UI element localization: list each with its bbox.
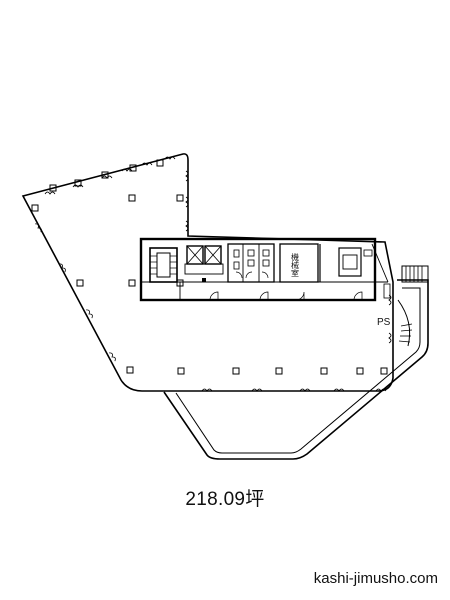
terrace-outline bbox=[163, 279, 429, 460]
window-mark bbox=[121, 168, 133, 172]
window-mark bbox=[201, 388, 213, 392]
window-mark bbox=[333, 388, 345, 392]
window-mark bbox=[185, 220, 189, 232]
window-mark bbox=[44, 191, 56, 195]
column bbox=[129, 164, 137, 172]
window-mark bbox=[299, 388, 311, 392]
column bbox=[232, 367, 240, 375]
window-marks bbox=[35, 156, 392, 392]
window-mark bbox=[375, 388, 387, 392]
column bbox=[101, 171, 109, 179]
window-mark bbox=[388, 332, 392, 344]
column bbox=[156, 159, 164, 167]
window-mark bbox=[86, 309, 93, 319]
machine-room-label: 機械室 bbox=[291, 252, 300, 277]
window-mark bbox=[185, 170, 189, 182]
window-mark bbox=[35, 223, 42, 233]
window-mark bbox=[164, 156, 176, 160]
window-mark bbox=[185, 196, 189, 208]
column bbox=[176, 194, 184, 202]
floor-area-label: 218.09坪 bbox=[185, 489, 265, 510]
column bbox=[126, 366, 134, 374]
site-watermark: kashi-jimusho.com bbox=[313, 570, 438, 587]
window-mark bbox=[109, 352, 116, 362]
floor-outline bbox=[21, 153, 394, 392]
pipe-shaft-label: PS bbox=[377, 317, 391, 328]
window-mark bbox=[141, 162, 153, 166]
column bbox=[177, 367, 185, 375]
column bbox=[128, 194, 136, 202]
column bbox=[275, 367, 283, 375]
column bbox=[320, 367, 328, 375]
window-mark bbox=[59, 263, 66, 273]
window-mark bbox=[251, 388, 263, 392]
terrace-inner bbox=[175, 287, 421, 454]
column bbox=[356, 367, 364, 375]
core-block bbox=[139, 237, 391, 302]
window-mark bbox=[388, 294, 392, 306]
column bbox=[49, 184, 57, 192]
column bbox=[31, 204, 39, 212]
window-mark bbox=[72, 184, 84, 188]
outdoor-stair bbox=[397, 265, 429, 347]
column bbox=[380, 367, 388, 375]
column bbox=[128, 279, 136, 287]
column bbox=[74, 179, 82, 187]
window-mark bbox=[101, 175, 113, 179]
columns bbox=[31, 159, 388, 375]
column bbox=[176, 279, 184, 287]
column bbox=[76, 279, 84, 287]
